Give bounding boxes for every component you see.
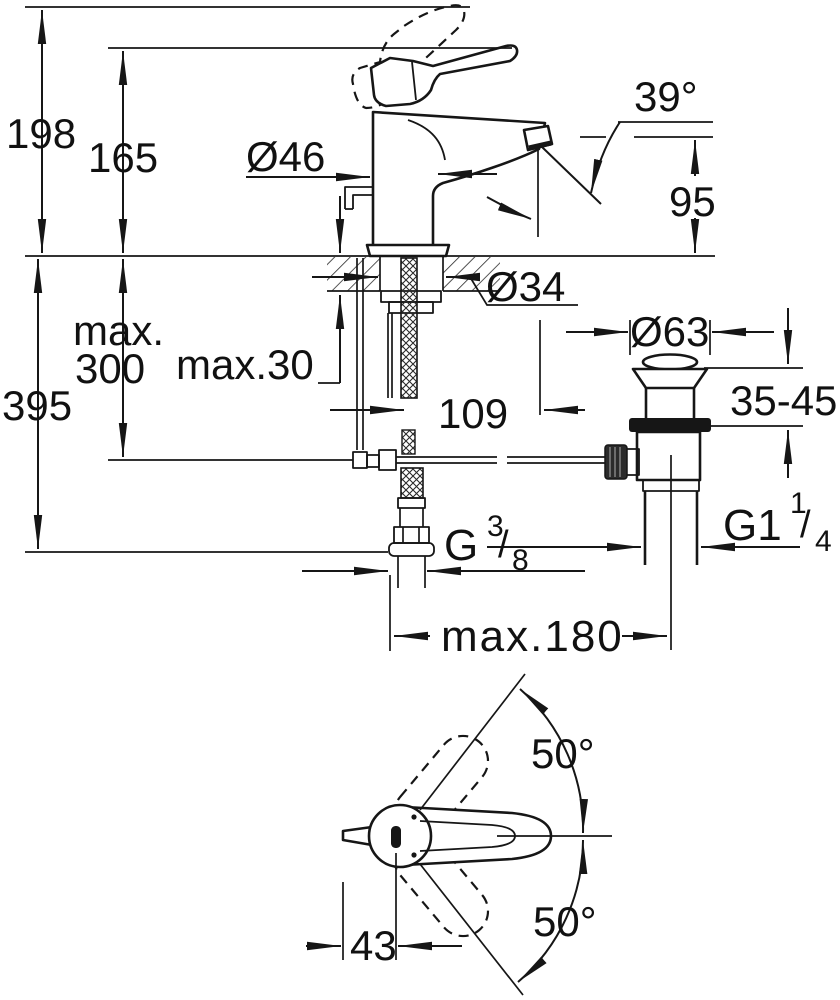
popup-lever-rod xyxy=(344,186,372,210)
rod-clamp-c xyxy=(378,449,397,471)
rod-clamp-a xyxy=(352,451,368,469)
waste-thread-sup: 1 xyxy=(790,487,807,520)
popup-waste-detail xyxy=(604,353,711,650)
dim-handle-height: 165 xyxy=(88,134,158,181)
spout-top-view xyxy=(341,825,374,847)
waste-body xyxy=(635,430,702,482)
dim-swing-up: 50° xyxy=(531,730,595,777)
supply-thread-sub: 8 xyxy=(512,544,529,577)
pivot-dot xyxy=(411,814,417,820)
angle-vertex-arc xyxy=(486,196,532,220)
deck-hatching xyxy=(327,257,380,291)
angle-arc xyxy=(590,121,621,194)
hose-braid-continue xyxy=(401,429,416,455)
supply-thread-sup: 3 xyxy=(487,510,504,543)
waste-gasket xyxy=(629,418,711,432)
leader-d34 xyxy=(469,276,578,306)
dim-waste-thread: G1 1 / 4 xyxy=(723,487,832,558)
faucet-side-view xyxy=(25,4,715,588)
hub-marker xyxy=(391,826,401,848)
hose-nut xyxy=(393,526,430,544)
dim-handle-offset: 43 xyxy=(350,922,397,969)
dim-max-reach: max.180 xyxy=(441,612,624,661)
dim-hole-diameter: Ø34 xyxy=(486,263,565,310)
base-escutcheon xyxy=(365,243,451,258)
supply-thread-g: G xyxy=(444,521,478,570)
dim-spout-projection: 109 xyxy=(438,390,508,437)
handle-lever-solid xyxy=(369,44,519,108)
pivot-dot xyxy=(411,852,417,858)
dim-supply-thread: G 3 / 8 xyxy=(444,510,529,577)
handle-swung-up-dashed xyxy=(393,734,490,840)
threaded-shank-braided xyxy=(400,257,418,399)
dim-stream-angle: 39° xyxy=(634,73,698,120)
dim-under-height: 395 xyxy=(2,382,72,429)
handle-top-view xyxy=(341,673,612,996)
hose-ferrule xyxy=(397,497,426,509)
dim-outlet-height: 95 xyxy=(669,178,716,225)
waste-thread-g1: G1 xyxy=(723,501,782,550)
swing-arc-upper xyxy=(519,688,588,834)
dim-body-diameter: Ø46 xyxy=(246,133,325,180)
handle-swung-down-dashed xyxy=(393,832,490,938)
counter-deck xyxy=(25,255,715,292)
faucet-body-spout xyxy=(371,110,547,245)
waste-thread-slash: / xyxy=(800,504,811,546)
swing-arc-lower xyxy=(517,839,588,983)
waste-thread-sub: 4 xyxy=(815,525,832,558)
rod-clamp-b xyxy=(366,454,380,468)
rod-knurled-knob xyxy=(604,444,628,480)
swing-axis-upper xyxy=(419,673,526,811)
dim-flange-diameter: Ø63 xyxy=(630,308,709,355)
supply-hose-braid xyxy=(400,467,424,499)
under-counter-parts xyxy=(352,257,442,588)
stream-direction-line xyxy=(541,146,602,205)
spout-inner-curve xyxy=(407,119,446,161)
dim-overall-height: 198 xyxy=(6,110,76,157)
dim-counter-thickness: max.30 xyxy=(176,341,314,388)
waste-flange xyxy=(631,367,709,390)
horizontal-popup-rod xyxy=(108,456,606,464)
aerator-face xyxy=(528,140,552,151)
dimension-annotations: 198 165 Ø46 39° 95 Ø34 max.30 max. xyxy=(2,6,837,969)
dim-basin-thickness: 35-45 xyxy=(730,377,837,424)
hose-end-flange xyxy=(388,542,435,557)
swing-axis-lower xyxy=(419,863,524,996)
dim-max-word: max. xyxy=(73,307,164,354)
supply-thread-slash: / xyxy=(498,524,509,566)
handle-facet-line xyxy=(411,61,417,101)
dim-max-under-counter: 300 xyxy=(75,345,145,392)
waste-plug-dome xyxy=(641,353,699,371)
dim-swing-down: 50° xyxy=(533,898,597,945)
